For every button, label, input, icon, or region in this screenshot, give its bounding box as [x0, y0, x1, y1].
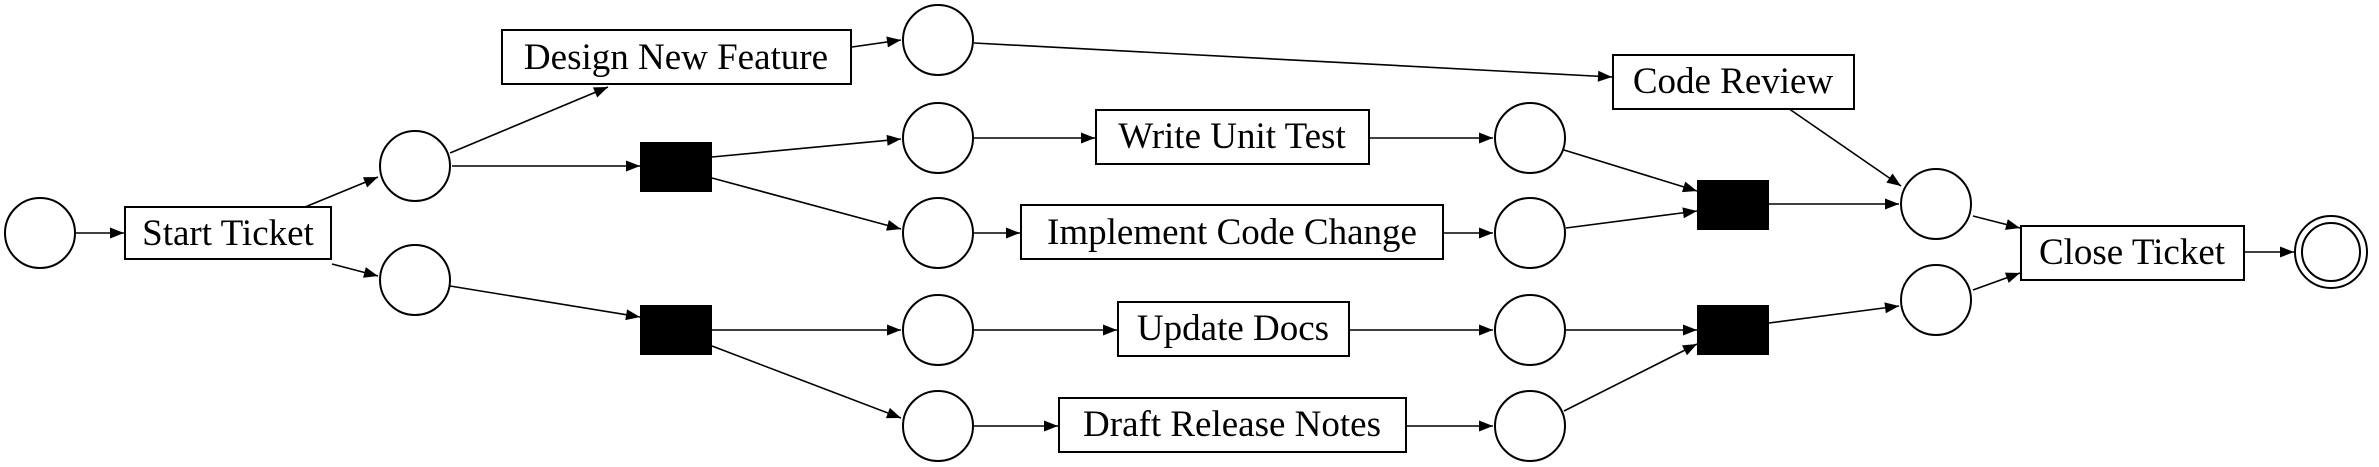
arrowhead: [1044, 420, 1058, 432]
arrowhead: [1479, 132, 1493, 144]
place-p5: [902, 197, 974, 269]
place-p1: [379, 130, 451, 202]
arrowhead: [885, 407, 901, 419]
arrowhead: [1006, 227, 1020, 239]
place-p9: [1494, 197, 1566, 269]
silent-transition-1: [640, 142, 712, 192]
arrowhead: [1479, 420, 1493, 432]
silent-transition-3: [1697, 180, 1769, 230]
transition-label-update-docs: Update Docs: [1137, 308, 1329, 349]
arrowhead: [886, 36, 901, 48]
places: [4, 4, 2368, 462]
transition-design-new-feature: Design New Feature: [501, 29, 852, 85]
place-p6: [902, 294, 974, 366]
transition-label-code-review: Code Review: [1633, 61, 1834, 102]
arc-p9-to-silent-3: [1565, 210, 1698, 229]
arc-silent-1-to-p5: [711, 177, 902, 230]
transition-draft-release-notes: Draft Release Notes: [1058, 397, 1407, 453]
silent-transitions: [640, 142, 1769, 355]
transition-label-implement-code-change: Implement Code Change: [1047, 212, 1417, 253]
arc-p11-to-silent-4: [1563, 343, 1698, 412]
arrowhead: [362, 177, 378, 188]
place-p2: [379, 244, 451, 316]
transition-label-close-ticket: Close Ticket: [2039, 232, 2226, 273]
arrowhead: [1886, 173, 1901, 186]
transition-label-design-new-feature: Design New Feature: [524, 37, 828, 78]
end-place: [2294, 215, 2368, 289]
arrowhead: [1103, 324, 1117, 336]
arrowhead: [592, 87, 608, 98]
arrowhead: [886, 134, 901, 146]
arc-silent-4-to-p13: [1768, 305, 1900, 324]
arc-p3-to-code-review: [973, 42, 1613, 78]
place-p4: [902, 102, 974, 174]
arrowhead: [2280, 246, 2294, 258]
arrowhead: [1597, 70, 1612, 82]
arc-code-review-to-p12: [1784, 105, 1902, 187]
arrowhead: [1682, 344, 1697, 356]
transition-start-ticket: Start Ticket: [124, 206, 332, 260]
arc-silent-2-to-p7: [711, 345, 902, 419]
arc-p1-to-design: [449, 86, 609, 154]
transition-close-ticket: Close Ticket: [2020, 225, 2245, 281]
arrowhead: [1682, 207, 1697, 219]
transition-label-write-unit-test: Write Unit Test: [1118, 116, 1346, 157]
transition-write-unit-test: Write Unit Test: [1095, 109, 1370, 165]
place-p3: [902, 4, 974, 76]
arrowhead: [1885, 198, 1899, 210]
arrowhead: [1682, 181, 1697, 193]
arrowhead: [2005, 219, 2020, 230]
arrowhead: [625, 309, 640, 321]
transition-update-docs: Update Docs: [1117, 301, 1350, 357]
silent-transition-2: [640, 305, 712, 355]
end-place-inner-ring: [2301, 222, 2361, 282]
arrowhead: [1081, 132, 1095, 144]
place-p8: [1494, 102, 1566, 174]
arrowhead: [886, 220, 901, 231]
arrowhead: [626, 160, 640, 172]
arrowhead: [1479, 227, 1493, 239]
arrowhead: [2004, 272, 2020, 283]
arrowhead: [1479, 324, 1493, 336]
transition-label-draft-release-notes: Draft Release Notes: [1083, 404, 1381, 445]
place-p11: [1494, 390, 1566, 462]
arc-p2-to-silent-2: [449, 285, 641, 318]
transition-code-review: Code Review: [1612, 54, 1855, 110]
arc-p8-to-silent-3: [1563, 149, 1698, 192]
place-p7: [902, 390, 974, 462]
arc-silent-1-to-p4: [711, 138, 902, 158]
place-p10: [1494, 294, 1566, 366]
arrowhead: [1683, 324, 1697, 336]
arrowheads: [110, 36, 2294, 432]
transition-implement-code-change: Implement Code Change: [1020, 204, 1444, 260]
labeled-transitions: Start Ticket Design New Feature Write Un…: [124, 29, 2245, 453]
place-p13: [1900, 264, 1972, 336]
start-place: [4, 197, 76, 269]
place-p12: [1900, 168, 1972, 240]
transition-label-start-ticket: Start Ticket: [142, 213, 314, 254]
arrowhead: [110, 227, 124, 239]
arrowhead: [363, 267, 378, 278]
arrowhead: [1884, 302, 1899, 314]
arrowhead: [887, 324, 901, 336]
silent-transition-4: [1697, 305, 1769, 355]
